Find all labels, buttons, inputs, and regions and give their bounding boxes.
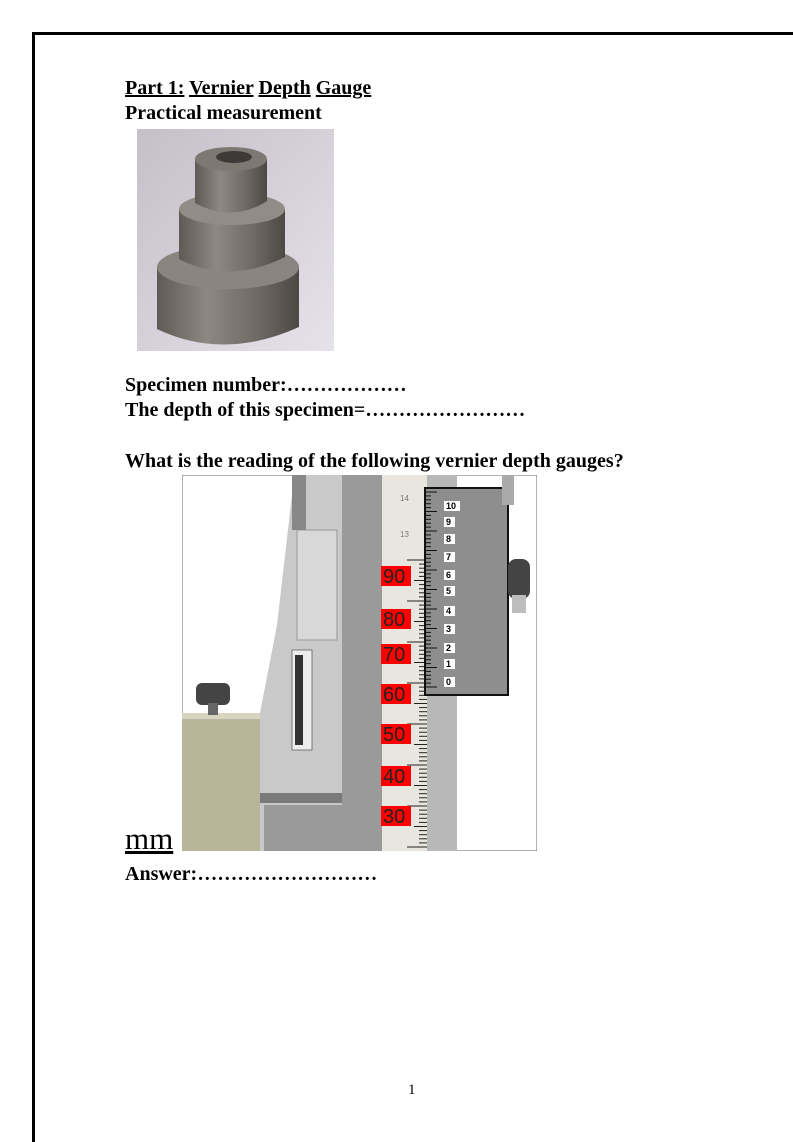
page-number: 1 — [408, 1082, 416, 1098]
specimen-number-label: Specimen number:……………… — [125, 374, 407, 396]
main-scale-label-bg — [381, 766, 411, 786]
vernier-label-bg — [444, 501, 460, 511]
specimen-depth-label: The depth of this specimen=…………………… — [125, 399, 526, 421]
vernier-label: 3 — [446, 624, 451, 634]
main-scale-labels: 14 13 — [400, 494, 409, 539]
vernier-label-bg — [444, 643, 455, 653]
vernier-label-bg — [444, 570, 455, 580]
page-border — [32, 32, 793, 1142]
main-scale-label: 30 — [383, 806, 405, 828]
practical-subheading: Practical measurement — [125, 102, 322, 124]
main-scale-label: 90 — [383, 566, 405, 588]
main-scale-label: 60 — [383, 684, 405, 706]
vernier-label-bg — [444, 534, 455, 544]
main-scale-label: 70 — [383, 644, 405, 666]
top-mark-14: 14 — [400, 494, 409, 503]
unit-label: mm — [125, 821, 174, 856]
main-scale-label-bg — [381, 724, 411, 744]
vernier-label: 4 — [446, 606, 451, 616]
vernier-label: 1 — [446, 659, 451, 669]
vernier-label-bg — [444, 659, 455, 669]
main-scale-label-bg — [381, 684, 411, 704]
answer-label: Answer:……………………… — [125, 863, 378, 885]
heading-word-vernier: Vernier — [189, 77, 254, 99]
vernier-label-bg — [444, 606, 455, 616]
heading-part: Part 1: — [125, 77, 185, 99]
vernier-label: 8 — [446, 534, 451, 544]
main-scale-label-bg — [381, 644, 411, 664]
heading-word-depth: Depth — [258, 77, 311, 99]
main-scale-label: 40 — [383, 766, 405, 788]
main-scale-label-bg — [381, 566, 411, 586]
vernier-label: 10 — [446, 501, 456, 511]
section-heading: Part 1: Vernier Depth Gauge — [125, 76, 371, 100]
vernier-label-bg — [444, 517, 455, 527]
vernier-label-bg — [444, 552, 455, 562]
vernier-label: 9 — [446, 517, 451, 527]
vernier-label-bg — [444, 624, 455, 634]
main-scale-label-bg — [381, 609, 411, 629]
specimen-photo — [137, 129, 334, 351]
vernier-label: 5 — [446, 586, 451, 596]
gauge-question: What is the reading of the following ver… — [125, 450, 624, 472]
heading-word-gauge: Gauge — [315, 77, 372, 99]
main-scale-label: 50 — [383, 724, 405, 746]
vernier-label: 2 — [446, 643, 451, 653]
vernier-label-bg — [444, 586, 455, 596]
vernier-label-bg — [444, 677, 455, 687]
main-scale-label: 80 — [383, 609, 405, 631]
top-mark-13: 13 — [400, 530, 409, 539]
vernier-label: 7 — [446, 552, 451, 562]
main-scale-label-bg — [381, 806, 411, 826]
vernier-label: 6 — [446, 570, 451, 580]
vernier-label: 0 — [446, 677, 451, 687]
